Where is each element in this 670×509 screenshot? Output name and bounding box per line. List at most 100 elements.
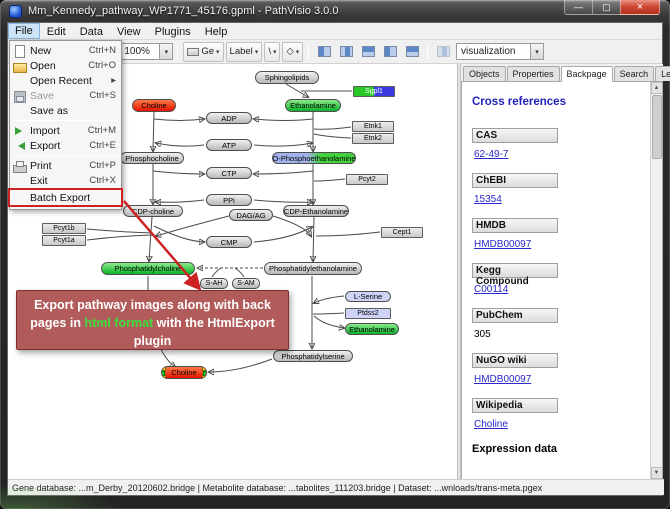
menu-item-shortcut: Ctrl+M [87, 125, 116, 136]
tab-objects[interactable]: Objects [463, 66, 506, 81]
file-menu-item-import[interactable]: Import Ctrl+M [10, 123, 121, 138]
visualization-value: visualization [461, 46, 516, 57]
pathway-node-l-serine[interactable]: L-Serine [345, 291, 391, 302]
selection-handle[interactable] [162, 371, 165, 376]
pathway-node-cdp-ethanolamine[interactable]: CDP-Ethanolamine [283, 205, 349, 217]
scrollbar-thumb[interactable] [651, 95, 662, 159]
selection-handle[interactable] [162, 367, 166, 371]
scroll-up-icon[interactable]: ▲ [650, 82, 662, 94]
pathway-node-etnk1[interactable]: Etnk1 [352, 121, 394, 132]
pathway-node-cept1[interactable]: Cept1 [381, 227, 423, 238]
tab-properties[interactable]: Properties [506, 66, 560, 81]
menu-item-label: Import [30, 124, 60, 137]
pathway-node-pcyt1b[interactable]: Pcyt1b [42, 223, 86, 234]
file-menu-item-open-recent[interactable]: Open Recent▸ [10, 73, 121, 88]
align-top-button[interactable] [357, 42, 379, 62]
pathway-node-atp[interactable]: ATP [206, 139, 252, 151]
title-bar[interactable]: Mm_Kennedy_pathway_WP1771_45176.gpml - P… [0, 0, 670, 22]
label-tool-button[interactable]: Label ▾ [225, 41, 263, 62]
set-common-width-button[interactable] [379, 42, 401, 62]
minimize-button[interactable]: — [564, 0, 593, 15]
scroll-down-icon[interactable]: ▼ [650, 467, 662, 479]
menu-view[interactable]: View [116, 25, 141, 38]
close-button[interactable]: × [620, 0, 660, 15]
align-left-icon [317, 46, 331, 57]
pathway-node-sgpl1[interactable]: Sgpl1 [353, 86, 395, 97]
pathway-node-sphingolipids[interactable]: Sphingolipids [255, 71, 319, 84]
tab-legend[interactable]: Legend [655, 66, 670, 81]
align-left-button[interactable] [313, 42, 335, 62]
sidebar-scrollbar[interactable]: ▲ ▼ [650, 82, 662, 479]
crossref-link[interactable]: 15354 [474, 194, 502, 205]
tab-backpage[interactable]: Backpage [560, 66, 613, 82]
menu-file[interactable]: File [8, 23, 40, 39]
pathway-node-s-ah[interactable]: S-AH [200, 278, 228, 289]
crossref-link[interactable]: C00114 [474, 284, 509, 295]
pathway-node-pcyt1a[interactable]: Pcyt1a [42, 235, 86, 246]
shape-tool-button[interactable]: ◇ ▾ [282, 41, 304, 62]
callout-text-part1: Export pathway images along with back pa… [30, 298, 271, 331]
pathway-node-choline[interactable]: Choline [161, 366, 207, 379]
visualization-combobox[interactable]: visualization ▾ [456, 43, 544, 60]
maximize-button[interactable]: ▢ [593, 0, 620, 15]
pathway-node-phosphatidylserine[interactable]: Phosphatidylserine [273, 350, 353, 362]
file-menu-item-batch-export[interactable]: Batch Export [10, 190, 121, 205]
crossref-link[interactable]: 62-49-7 [474, 149, 509, 160]
toolbar-separator [308, 43, 310, 60]
line-tool-button[interactable]: \ ▾ [264, 41, 281, 62]
crossref-link[interactable]: Choline [474, 419, 508, 430]
zoom-combobox[interactable]: 100% ▾ [119, 43, 174, 60]
pathway-node-choline[interactable]: Choline [132, 99, 176, 112]
panel-splitter[interactable] [458, 64, 461, 480]
pathway-node-o-phosphoethanolamine[interactable]: O-Phosphoethanolamine [272, 152, 356, 164]
pathway-node-s-am[interactable]: S-AM [232, 278, 260, 289]
pathway-node-phosphatidylethanolamine[interactable]: Phosphatidylethanolamine [264, 262, 362, 275]
stack-vertical-icon [436, 46, 450, 57]
pathway-node-phosphatidylcholine[interactable]: Phosphatidylcholine [101, 262, 195, 275]
selection-handle[interactable] [203, 371, 206, 376]
chevron-down-icon: ▾ [272, 48, 277, 56]
crossref-source-header: PubChem [472, 308, 558, 323]
selection-handle[interactable] [202, 367, 206, 371]
pathway-node-cmp[interactable]: CMP [206, 236, 252, 248]
menu-data[interactable]: Data [79, 25, 103, 38]
tab-search[interactable]: Search [613, 66, 655, 81]
menu-plugins[interactable]: Plugins [154, 25, 191, 38]
set-common-height-button[interactable] [401, 42, 423, 62]
pathway-node-pcyt2[interactable]: Pcyt2 [346, 174, 388, 185]
pathway-node-ethanolamine[interactable]: Ethanolamine [285, 99, 341, 112]
file-menu-item-save-as[interactable]: Save as [10, 103, 121, 118]
crossref-value: 305 [474, 329, 491, 340]
common-width-icon [383, 46, 397, 57]
chevron-down-icon[interactable]: ▾ [159, 44, 173, 59]
menu-item-shortcut: Ctrl+S [89, 90, 116, 101]
menu-help[interactable]: Help [204, 25, 228, 38]
shape-tool-icon: ◇ [286, 46, 294, 57]
menu-item-label: Save as [30, 104, 68, 117]
pathway-node-ctp[interactable]: CTP [206, 167, 252, 179]
pathway-node-adp[interactable]: ADP [206, 112, 252, 124]
pathway-node-ptdss2[interactable]: Ptdss2 [345, 308, 391, 319]
pathway-node-ethanolamine[interactable]: Ethanolamine [345, 323, 399, 335]
crossref-link[interactable]: HMDB00097 [474, 374, 532, 385]
pathway-node-phosphocholine[interactable]: Phosphocholine [120, 152, 184, 164]
pathway-node-cdp-choline[interactable]: CDP-choline [123, 205, 183, 217]
chevron-down-icon[interactable]: ▾ [530, 44, 543, 59]
align-center-button[interactable] [335, 42, 357, 62]
crossref-link[interactable]: HMDB00097 [474, 239, 532, 250]
gene-product-tool-button[interactable]: Ge ▾ [183, 41, 224, 62]
pathway-node-etnk2[interactable]: Etnk2 [352, 133, 394, 144]
zoom-value: 100% [124, 46, 150, 57]
stack-vertical-button[interactable] [432, 42, 454, 62]
pathway-node-ppi[interactable]: PPi [206, 194, 252, 206]
pathway-node-dag-ag[interactable]: DAG/AG [229, 209, 273, 221]
menu-edit[interactable]: Edit [46, 25, 66, 38]
